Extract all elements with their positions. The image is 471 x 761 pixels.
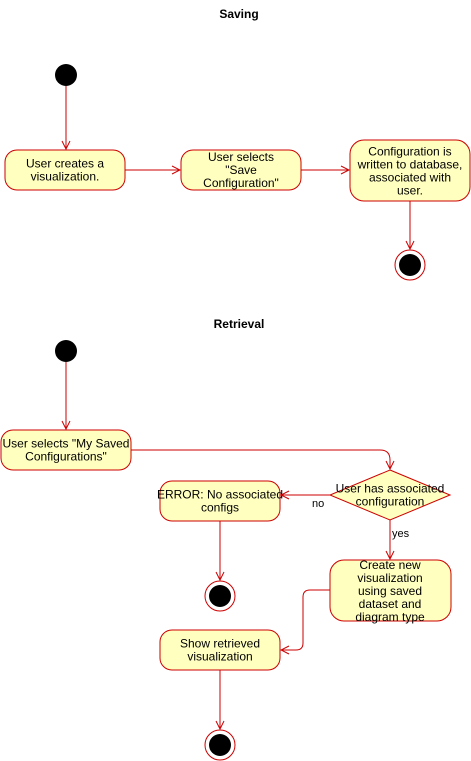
saving-start-node <box>55 64 77 86</box>
edge-label-yes: yes <box>392 528 410 540</box>
retrieval-title: Retrieval <box>214 317 265 331</box>
error-end-node <box>204 580 236 612</box>
edge-select-to-decision <box>131 449 390 469</box>
saving-end-node <box>394 249 426 281</box>
retrieval-end-node <box>204 729 236 761</box>
edge-label-no: no <box>312 498 324 510</box>
retrieval-start-node <box>55 340 77 362</box>
edge-create-to-show <box>281 589 330 650</box>
saving-title: Saving <box>219 7 258 21</box>
